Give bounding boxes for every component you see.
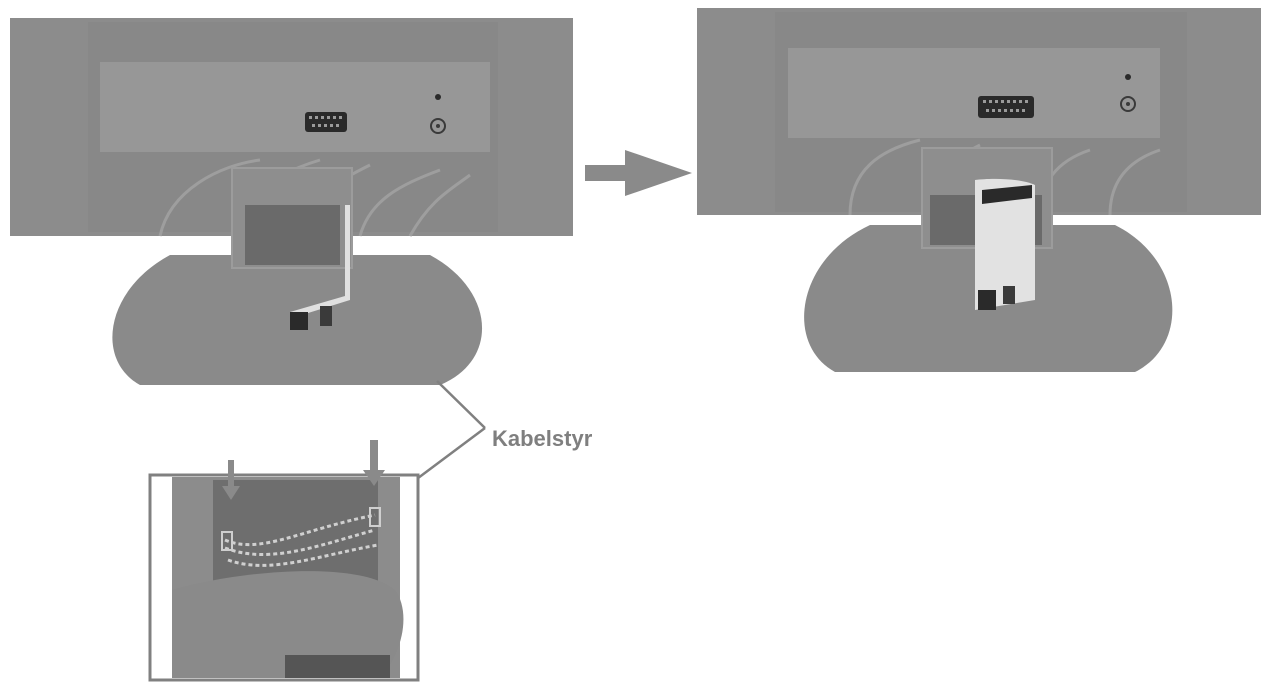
cable-bundle-after	[975, 178, 1035, 310]
monitor-after	[697, 8, 1261, 372]
detail-inset	[148, 440, 420, 682]
connector-panel-before	[100, 62, 490, 152]
cable-clip-right	[369, 507, 381, 527]
scart-connector-after	[978, 96, 1034, 118]
inset-base	[172, 571, 404, 678]
cable-clip-left	[221, 531, 233, 551]
scart-pins-after	[983, 100, 1028, 112]
scart-pins-before	[309, 116, 342, 127]
pointer-arrow-left	[222, 460, 240, 500]
power-jack-after	[1120, 96, 1136, 112]
cable-clip-chain	[224, 513, 379, 567]
cable-bundle-before	[290, 205, 350, 330]
transition-arrow	[585, 150, 692, 196]
monitor-before	[10, 18, 573, 385]
jack-small-after	[1125, 74, 1131, 80]
jack-small-before	[435, 94, 441, 100]
power-jack-before	[430, 118, 446, 134]
scart-connector-before	[305, 112, 347, 132]
callout-label: Kabelstyr	[492, 426, 593, 451]
pointer-arrow-right	[363, 440, 385, 486]
connector-panel-after	[788, 48, 1160, 138]
